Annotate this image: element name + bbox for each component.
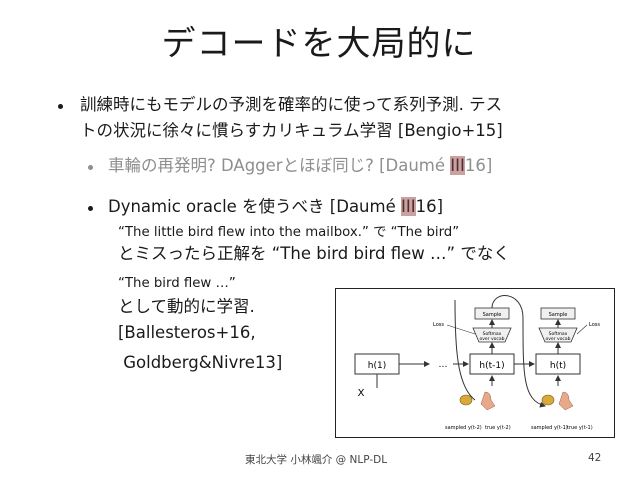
softmax-right — [538, 327, 578, 343]
bullet-dot — [88, 206, 93, 211]
arrow — [446, 324, 476, 335]
highlight-mark: III — [400, 197, 416, 216]
bullet-3-text: Dynamic oracle を使うべき [Daumé — [108, 197, 401, 216]
hand-icon — [558, 391, 574, 411]
loss-left-label: Loss — [433, 322, 444, 328]
coin-icon — [541, 394, 555, 406]
h-prev-label: h(t-1) — [479, 361, 504, 371]
sampled-right-label: sampled y(t-1) — [531, 425, 568, 431]
true-left-label: true y(t-2) — [485, 425, 511, 431]
loss-right-label: Loss — [589, 322, 600, 328]
slide-title: デコードを大局的に — [161, 24, 477, 64]
bullet-2: 車輪の再発明? DAggerとほぼ同じ? [Daumé III16] — [108, 155, 492, 177]
bullet-1-line2: トの状況に徐々に慣らすカリキュラム学習 [Bengio+15] — [80, 121, 503, 140]
example-line-1: “The little bird flew into the mailbox.”… — [118, 225, 460, 240]
page-number: 42 — [588, 452, 602, 464]
bullet-dot — [58, 104, 63, 109]
x-label: X — [358, 388, 365, 399]
ellipsis-label: … — [439, 360, 448, 370]
h-t-label: h(t) — [550, 361, 566, 371]
bullet-2-text: 車輪の再発明? DAggerとほぼ同じ? [Daumé — [108, 156, 451, 175]
true-right-label: true y(t-1) — [567, 425, 593, 431]
bullet-1-line1: 訓練時にもモデルの予測を確率的に使って系列予測. テス — [80, 95, 503, 114]
feedback-arrow — [454, 299, 476, 401]
bullet-3: Dynamic oracle を使うべき [Daumé III16] — [108, 196, 443, 218]
arrow — [576, 324, 588, 335]
citation-line-1: [Ballesteros+16, — [118, 323, 256, 342]
sampled-left-label: sampled y(t-2) — [445, 425, 482, 431]
example-line-4: として動的に学習. — [118, 297, 255, 316]
footer-credit: 東北大学 小林颯介 @ NLP-DL — [245, 454, 388, 466]
feedback-arrow — [491, 295, 546, 408]
citation-line-2: Goldberg&Nivre13] — [118, 353, 283, 372]
bullet-2-text-end: 16] — [464, 156, 493, 175]
coin-icon — [459, 394, 473, 406]
highlight-mark: III — [450, 156, 465, 175]
sample-left-label: Sample — [483, 312, 502, 318]
softmax-left — [472, 327, 512, 343]
hand-icon — [480, 391, 496, 411]
bullet-3-text-end: 16] — [415, 197, 444, 216]
sample-right-label: Sample — [549, 312, 568, 318]
example-line-3: “The bird flew …” — [118, 276, 236, 291]
h1-label: h(1) — [368, 361, 386, 371]
example-line-2: とミスったら正解を “The bird bird flew …” でなく — [118, 244, 510, 263]
bullet-dot — [88, 165, 93, 170]
